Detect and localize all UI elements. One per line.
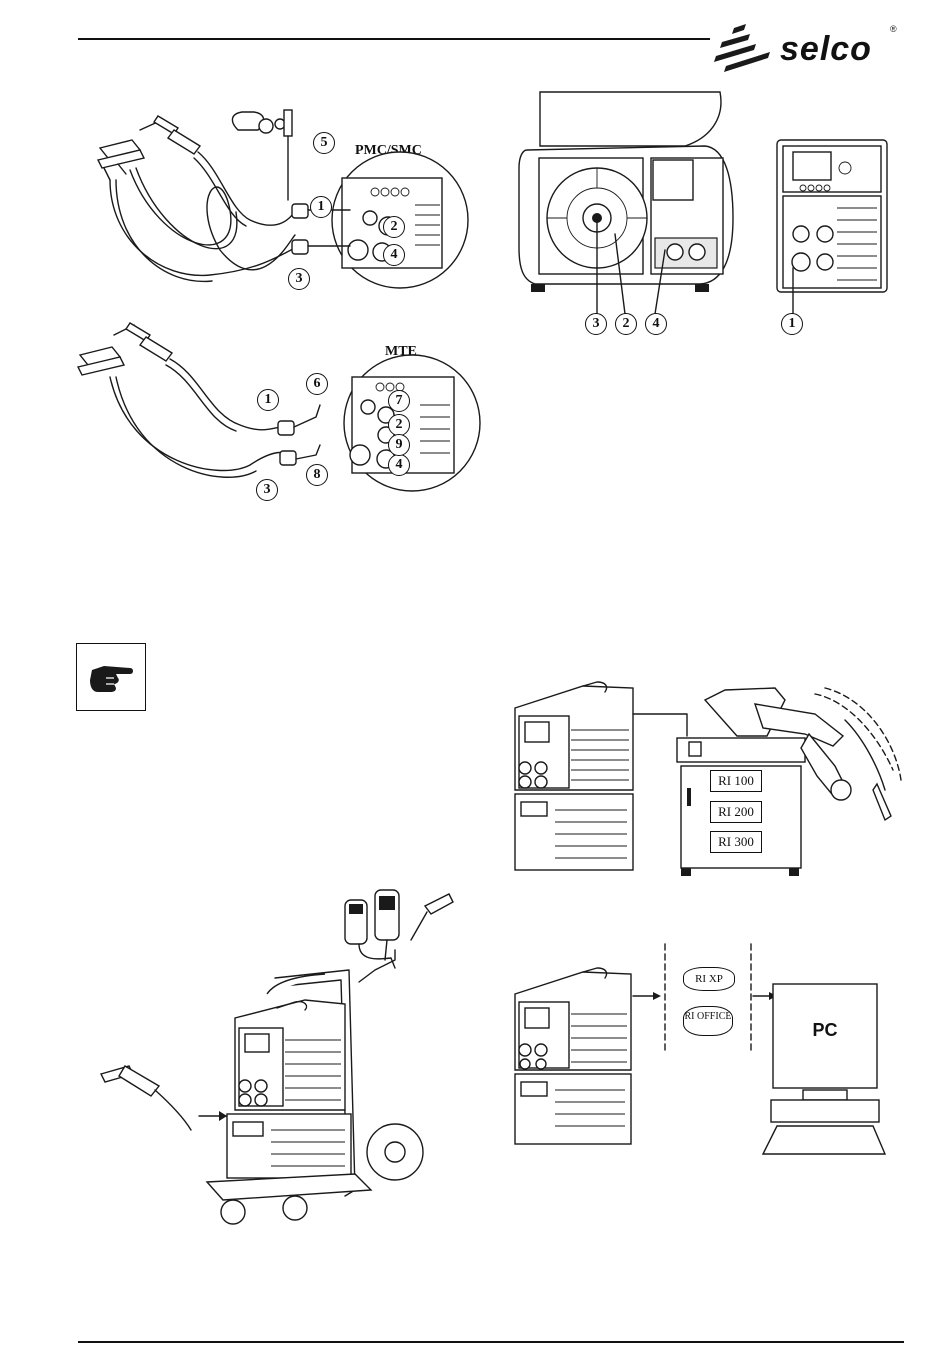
earth-clamp-icon bbox=[78, 347, 124, 375]
callout-4-mte: 4 bbox=[388, 454, 410, 476]
ri-office-badge: RI OFFICE bbox=[683, 1006, 733, 1036]
robot-interface-diagram bbox=[505, 680, 905, 880]
callout-7-mte: 7 bbox=[388, 390, 410, 412]
callout-4-feeder: 4 bbox=[645, 313, 667, 335]
brand-logo: selco ® bbox=[712, 14, 902, 74]
wire-feeder-diagram bbox=[515, 88, 935, 318]
callout-6-mte: 6 bbox=[306, 373, 328, 395]
note-box bbox=[76, 643, 146, 711]
callout-2-feeder: 2 bbox=[615, 313, 637, 335]
mte-diagram bbox=[70, 305, 540, 505]
ri-xp-label: RI XP bbox=[695, 973, 723, 985]
callout-1-mte: 1 bbox=[257, 389, 279, 411]
pmc-smc-diagram bbox=[70, 100, 540, 330]
ri-xp-badge: RI XP bbox=[683, 967, 735, 991]
callout-3-pmc: 3 bbox=[288, 268, 310, 290]
callout-9-mte: 9 bbox=[388, 434, 410, 456]
ri-200-label: RI 200 bbox=[718, 804, 754, 819]
callout-5-pmc: 5 bbox=[313, 132, 335, 154]
ri-100-label: RI 100 bbox=[718, 773, 754, 788]
pointing-hand-icon bbox=[86, 660, 136, 694]
callout-1-feeder: 1 bbox=[781, 313, 803, 335]
ri-300-badge: RI 300 bbox=[710, 831, 762, 853]
ri-office-label: RI OFFICE bbox=[685, 1011, 732, 1022]
callout-3-feeder: 3 bbox=[585, 313, 607, 335]
brand-registered: ® bbox=[890, 24, 897, 34]
ri-100-badge: RI 100 bbox=[710, 770, 762, 792]
selco-swoosh-icon bbox=[712, 16, 782, 72]
tig-torch-icon bbox=[140, 116, 200, 154]
callout-1-pmc: 1 bbox=[310, 196, 332, 218]
callout-4-pmc: 4 bbox=[383, 244, 405, 266]
ri-300-label: RI 300 bbox=[718, 834, 754, 849]
header-rule bbox=[78, 38, 710, 40]
gas-regulator-icon bbox=[232, 110, 292, 200]
welder-trolley-diagram bbox=[95, 890, 475, 1230]
callout-8-mte: 8 bbox=[306, 464, 328, 486]
brand-name: selco bbox=[780, 30, 872, 69]
earth-clamp-icon bbox=[98, 140, 144, 180]
footer-rule bbox=[78, 1341, 904, 1343]
callout-2-mte: 2 bbox=[388, 414, 410, 436]
remote-control-icon bbox=[345, 890, 453, 968]
callout-3-mte: 3 bbox=[256, 479, 278, 501]
pc-label: PC bbox=[773, 1020, 877, 1041]
callout-2-pmc: 2 bbox=[383, 216, 405, 238]
tig-torch-icon bbox=[114, 323, 172, 361]
ri-200-badge: RI 200 bbox=[710, 801, 762, 823]
